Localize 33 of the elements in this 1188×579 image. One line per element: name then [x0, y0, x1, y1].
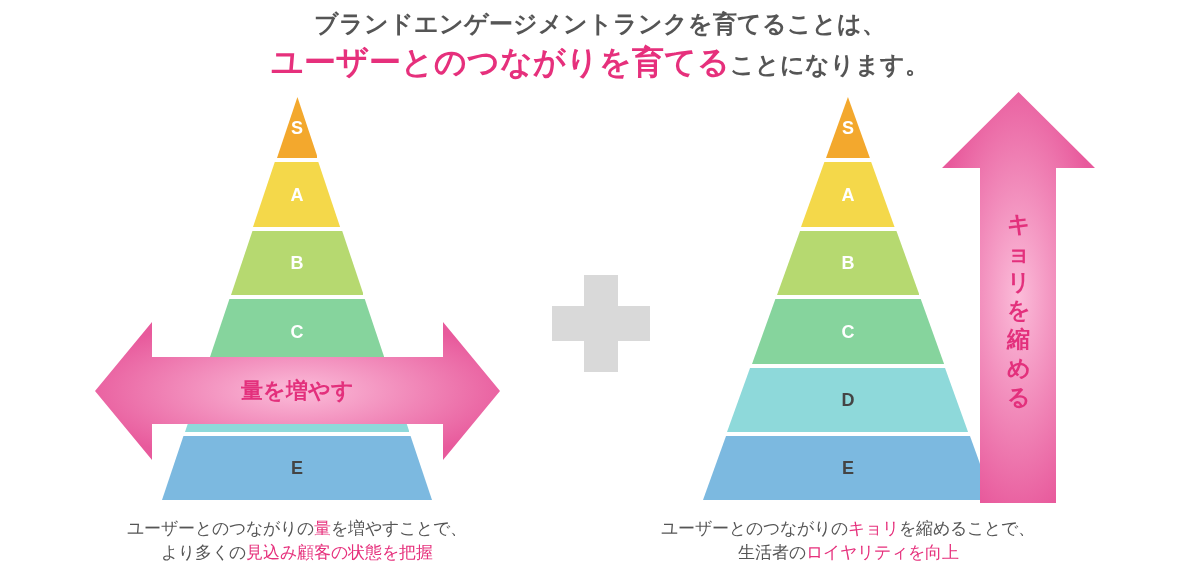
arrow-label: 量を増やす — [241, 377, 354, 405]
description-text: 生活者のロイヤリティを向上 — [737, 541, 959, 564]
tier-label: C — [841, 320, 855, 343]
pyramid-tier — [253, 162, 341, 227]
arrow-label: キョリを縮める — [1006, 210, 1030, 412]
pyramid-tier — [162, 436, 432, 500]
tier-label: E — [842, 457, 854, 479]
tier-label: C — [290, 320, 304, 343]
pyramid-tier — [276, 97, 318, 158]
description-text: ユーザーとのつながりのキョリを縮めることで、 — [661, 517, 1035, 540]
description-text: ユーザーとのつながりの量を増やすことで、 — [127, 517, 467, 540]
tier-label: S — [842, 116, 854, 139]
tier-label: D — [841, 389, 855, 411]
tier-label: S — [291, 116, 303, 139]
tier-label: E — [291, 457, 303, 479]
subtitle: ユーザーとのつながりを育てることになります。 — [271, 42, 929, 83]
pyramid-tier — [776, 231, 920, 295]
pyramid-tier — [751, 299, 945, 364]
pyramid-tier — [801, 162, 895, 227]
pyramid-tier — [184, 424, 410, 432]
pyramid-tier — [727, 368, 969, 432]
tier-label: B — [841, 252, 855, 274]
pyramid-tier — [826, 97, 870, 158]
title: ブランドエンゲージメントランクを育てることは、 — [314, 9, 886, 40]
pyramid-tier — [703, 436, 980, 500]
tier-label: A — [841, 183, 855, 206]
up-arrow — [942, 92, 1095, 503]
pyramid-tier — [209, 299, 385, 357]
tier-label: B — [290, 252, 304, 274]
double-arrow-banner — [95, 322, 500, 460]
tier-label: A — [290, 183, 304, 206]
pyramid-tier — [230, 231, 364, 295]
description-text: より多くの見込み顧客の状態を把握 — [161, 541, 433, 564]
